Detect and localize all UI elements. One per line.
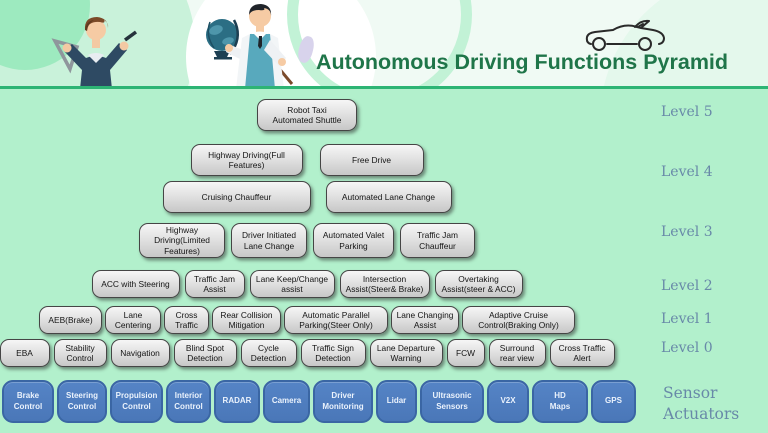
sensor-box: RADAR bbox=[214, 380, 260, 423]
sensor-box: Steering Control bbox=[57, 380, 107, 423]
sensor-box: Propulsion Control bbox=[110, 380, 163, 423]
function-box: Driver Initiated Lane Change bbox=[231, 223, 307, 258]
pyramid-row: Robot Taxi Automated Shuttle bbox=[0, 99, 614, 131]
function-box: Navigation bbox=[110, 339, 170, 367]
function-box: ACC with Steering bbox=[91, 270, 180, 298]
level-label: Level 2 bbox=[661, 278, 713, 294]
sensor-box: Camera bbox=[263, 380, 310, 423]
page-title: Autonomous Driving Functions Pyramid bbox=[315, 50, 729, 74]
function-box: EBA bbox=[0, 339, 50, 367]
sensor-box: HD Maps bbox=[532, 380, 588, 423]
sensor-box: V2X bbox=[487, 380, 529, 423]
function-box: Automated Lane Change bbox=[325, 181, 452, 213]
function-box: Automatic Parallel Parking(Steer Only) bbox=[284, 306, 388, 334]
function-box: Lane Centering bbox=[105, 306, 161, 334]
pyramid-row: Highway Driving(Limited Features)Driver … bbox=[0, 223, 614, 258]
sensor-box: Ultrasonic Sensors bbox=[420, 380, 484, 423]
function-box: AEB(Brake) bbox=[39, 306, 102, 334]
function-box: Cruising Chauffeur bbox=[162, 181, 311, 213]
function-box: Adaptive Cruise Control(Braking Only) bbox=[462, 306, 575, 334]
function-box: FCW bbox=[446, 339, 485, 367]
function-box: Robot Taxi Automated Shuttle bbox=[257, 99, 357, 131]
function-box: Free Drive bbox=[319, 144, 424, 176]
pyramid-row: Cruising Chauffeur Automated Lane Change bbox=[0, 181, 614, 213]
sensor-box: Interior Control bbox=[166, 380, 211, 423]
function-box: Rear Collision Mitigation bbox=[212, 306, 281, 334]
function-box: Intersection Assist(Steer& Brake) bbox=[339, 270, 430, 298]
sensor-actuators-label: Sensor Actuators bbox=[663, 384, 740, 423]
header-banner: Autonomous Driving Functions Pyramid bbox=[0, 0, 768, 89]
function-box: Overtaking Assist(steer & ACC) bbox=[434, 270, 523, 298]
decor-ring bbox=[287, 0, 472, 86]
teacher-with-globe-illustration bbox=[206, 4, 294, 86]
function-box: Cross Traffic Alert bbox=[549, 339, 615, 367]
function-box: Automated Valet Parking bbox=[313, 223, 394, 258]
sensor-box: Brake Control bbox=[2, 380, 54, 423]
function-box: Blind Spot Detection bbox=[173, 339, 237, 367]
function-box: Traffic Jam Chauffeur bbox=[400, 223, 475, 258]
level-label: Level 1 bbox=[661, 311, 713, 327]
function-box: Lane Keep/Change assist bbox=[249, 270, 335, 298]
level-label: Level 5 bbox=[661, 104, 713, 120]
function-box: Cross Traffic bbox=[164, 306, 209, 334]
level-label: Level 3 bbox=[661, 224, 713, 240]
function-box: Lane Changing Assist bbox=[391, 306, 459, 334]
sensor-box: Driver Monitoring bbox=[313, 380, 373, 423]
function-box: Surround rear view bbox=[488, 339, 546, 367]
sensor-box: GPS bbox=[591, 380, 636, 423]
level-label: Level 0 bbox=[661, 340, 713, 356]
function-box: Highway Driving(Limited Features) bbox=[139, 223, 225, 258]
function-box: Cycle Detection bbox=[240, 339, 297, 367]
teacher-with-set-square-illustration bbox=[51, 17, 138, 86]
function-box: Traffic Jam Assist bbox=[184, 270, 245, 298]
pyramid-row: Highway Driving(Full Features) Free Drive bbox=[0, 144, 614, 176]
function-box: Traffic Sign Detection bbox=[300, 339, 366, 367]
sensor-box: Lidar bbox=[376, 380, 417, 423]
function-box: Highway Driving(Full Features) bbox=[190, 144, 303, 176]
level-label: Level 4 bbox=[661, 164, 713, 180]
convertible-car-icon bbox=[585, 19, 665, 51]
function-box: Stability Control bbox=[53, 339, 107, 367]
function-box: Lane Departure Warning bbox=[369, 339, 443, 367]
